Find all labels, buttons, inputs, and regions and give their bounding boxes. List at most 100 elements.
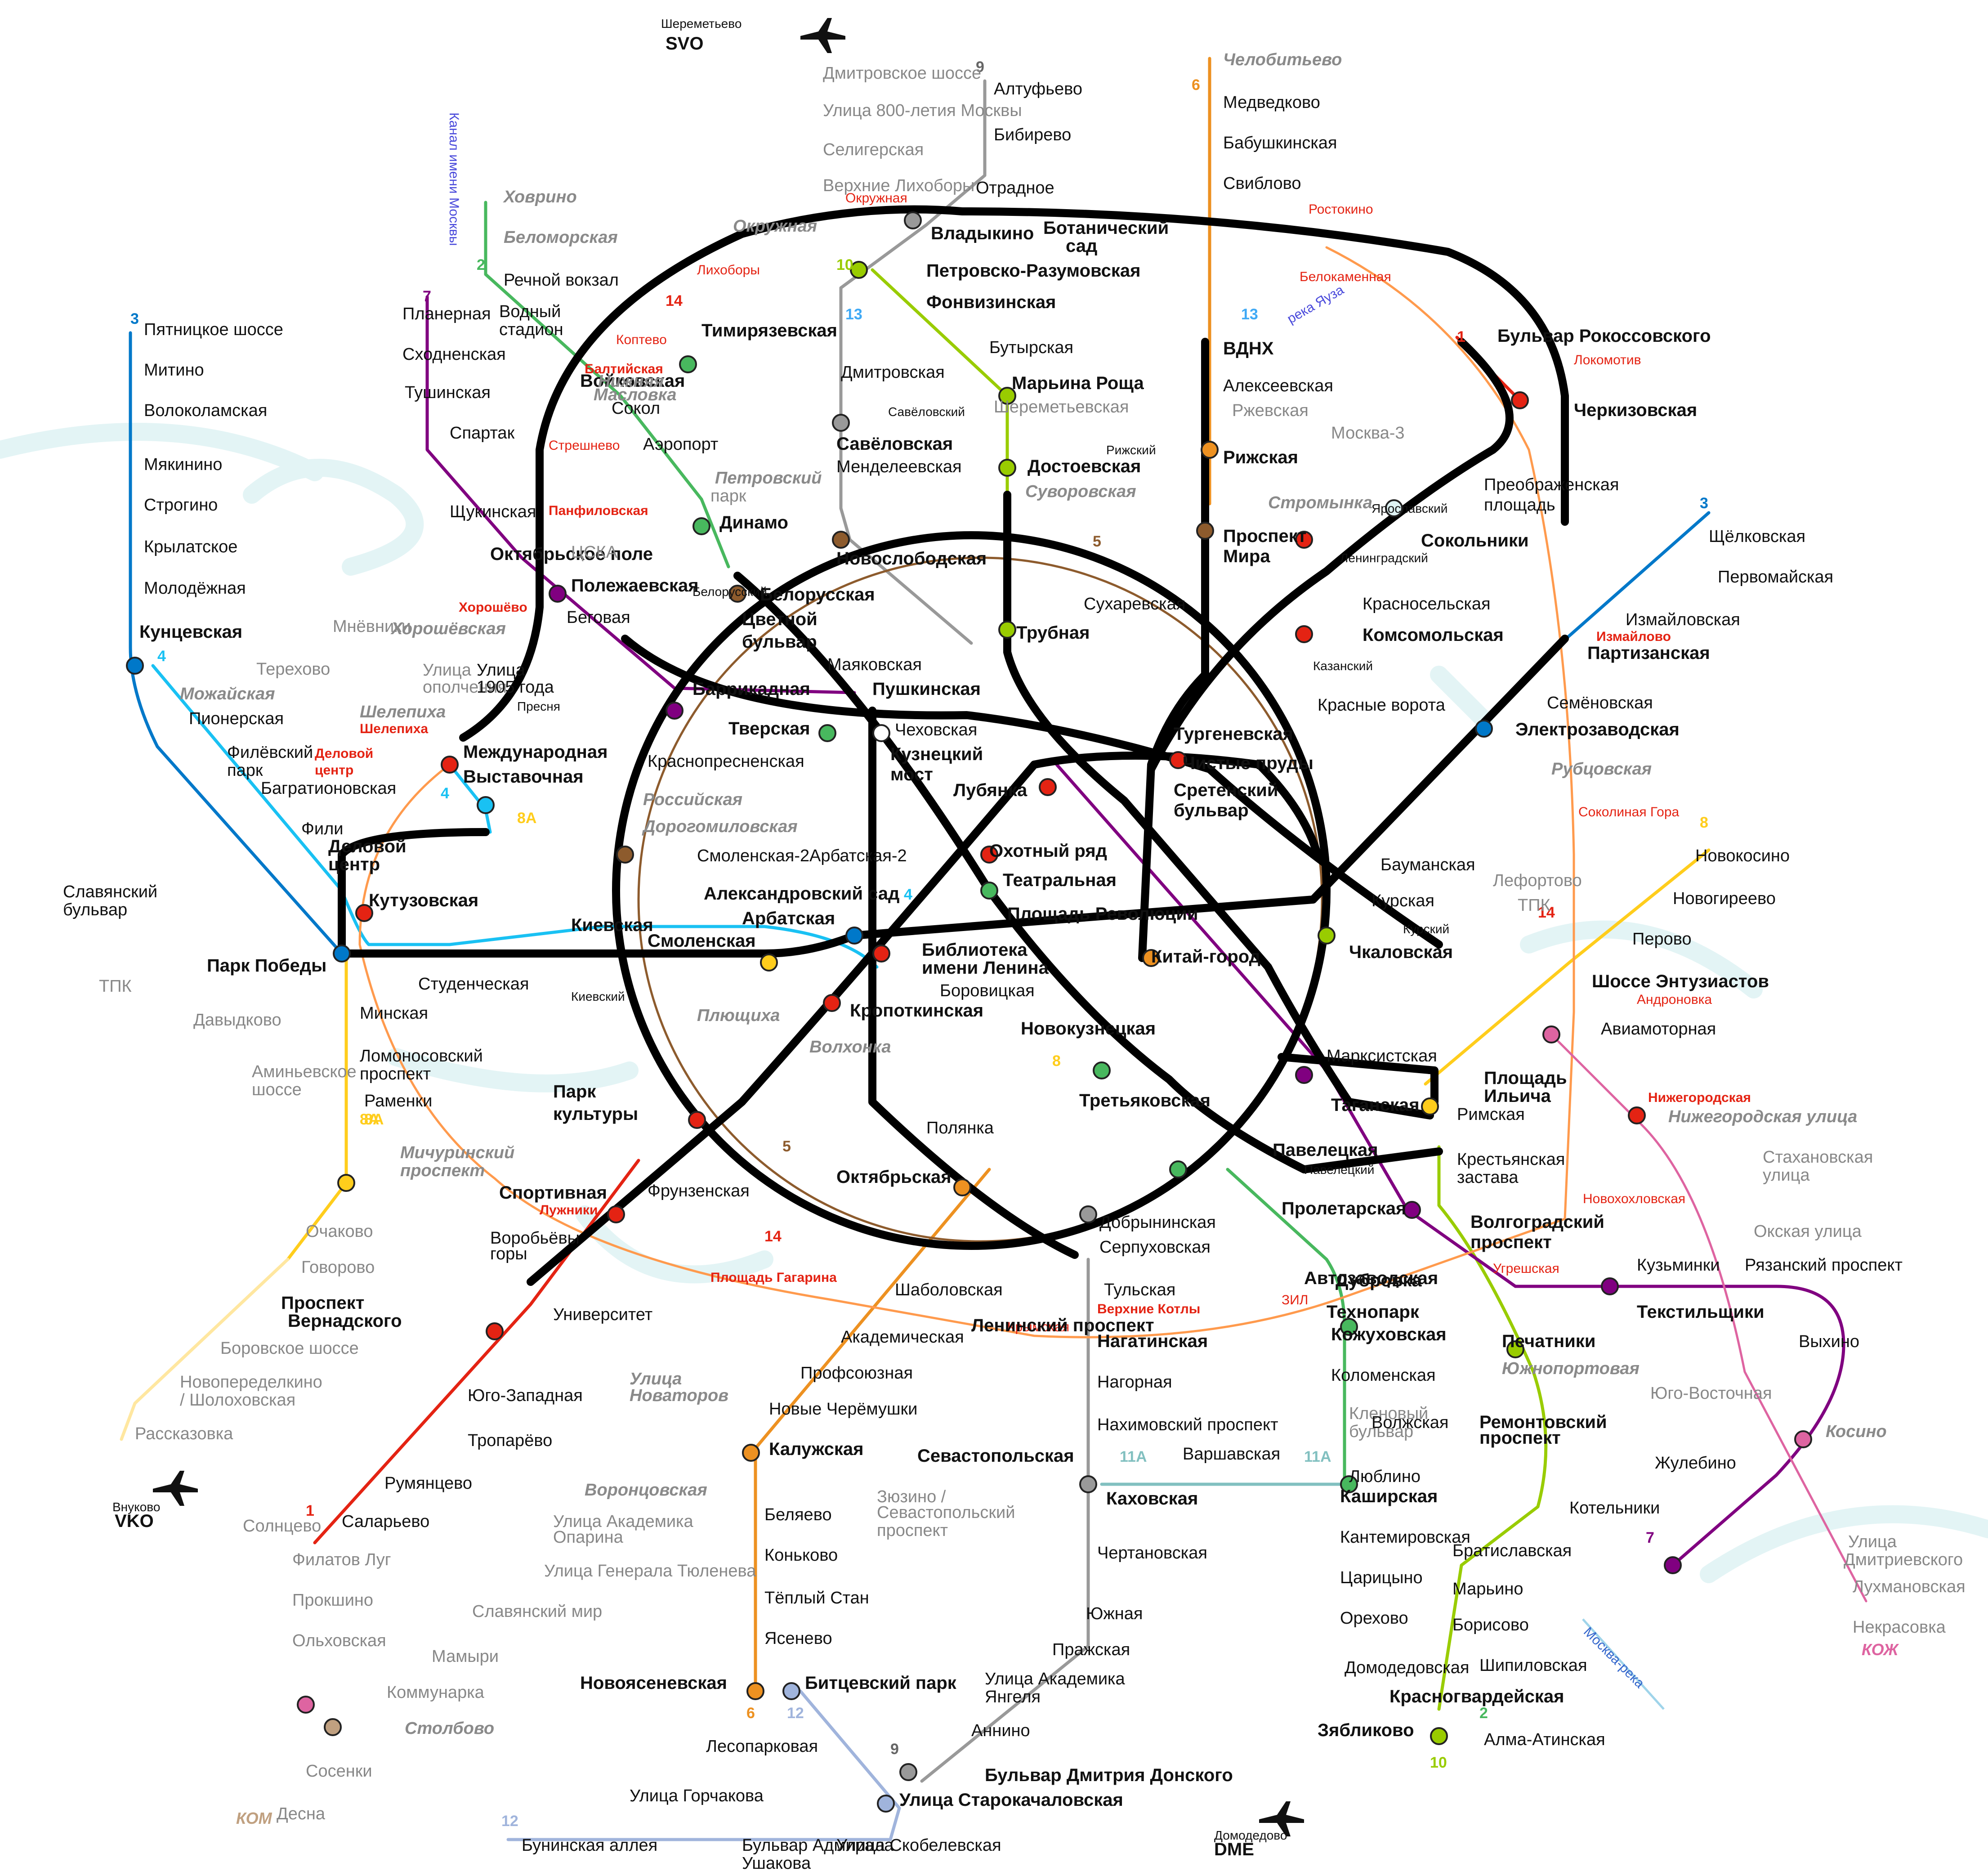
node-pechatniki[interactable]: [1506, 1340, 1524, 1358]
node-oktyabrskaya[interactable]: [953, 1178, 971, 1196]
node-universitet[interactable]: [486, 1322, 504, 1340]
node-park-pobedy[interactable]: [333, 945, 351, 963]
node-zyablikovo[interactable]: [1430, 1727, 1448, 1745]
station-label: Тульская: [1104, 1281, 1175, 1299]
node-biblioteka-lenina[interactable]: [872, 945, 890, 963]
node-vystavochnaya[interactable]: [477, 796, 495, 814]
node-kaluzhskaya[interactable]: [742, 1444, 760, 1462]
node-voykovskaya[interactable]: [679, 355, 697, 373]
station-label: Улица: [423, 661, 472, 680]
node-lermontovsky[interactable]: [1664, 1556, 1682, 1574]
node-kutuzovskaya[interactable]: [355, 904, 373, 922]
station-label: Коммунарка: [387, 1683, 485, 1702]
node-savelovskaya[interactable]: [832, 414, 850, 432]
line-number-10-s: 10: [1430, 1754, 1447, 1771]
station-label: Менделеевская: [836, 457, 962, 476]
node-delovoy-tsentr[interactable]: [441, 756, 459, 774]
station-label: Шереметьево: [661, 17, 742, 31]
node-komsomolskaya[interactable]: [1295, 625, 1313, 643]
node-dostoevskaya[interactable]: [998, 459, 1016, 477]
node-serpukhovskaya[interactable]: [1079, 1205, 1097, 1223]
station-label: Комсомольская: [1363, 625, 1504, 645]
node-bittsevsky-park[interactable]: [782, 1682, 800, 1700]
node-sokolniki-mcc[interactable]: [1385, 499, 1403, 517]
station-label: парк: [227, 761, 263, 780]
node-tekstilshchiki[interactable]: [1601, 1277, 1619, 1295]
node-sportivnaya[interactable]: [607, 1205, 625, 1223]
node-belorusskaya[interactable]: [728, 585, 746, 603]
node-kashirskaya[interactable]: [1340, 1475, 1358, 1493]
node-lubyanka[interactable]: [1039, 778, 1057, 796]
node-ploshchad-ilicha[interactable]: [1421, 1097, 1439, 1115]
node-chekhovskaya[interactable]: [872, 724, 890, 742]
node-olkhovskaya[interactable]: [297, 1696, 315, 1714]
node-rizhskaya[interactable]: [1201, 441, 1219, 459]
line-number-6-s: 6: [746, 1705, 755, 1722]
station-label: Филатов Луг: [292, 1550, 391, 1569]
node-elektrozavodskaya[interactable]: [1475, 720, 1493, 738]
node-bulvar-dmitriya-donskogo[interactable]: [899, 1763, 917, 1781]
station-label: Славянский мир: [472, 1602, 602, 1621]
node-kosino[interactable]: [1794, 1430, 1812, 1448]
station-label: Севастопольский: [877, 1503, 1015, 1522]
node-novoslobodskaya[interactable]: [832, 531, 850, 549]
station-label: Арбатская-2: [809, 846, 907, 865]
station-label: Сухаревская: [1084, 595, 1185, 613]
node-maryina-roshcha[interactable]: [998, 387, 1016, 405]
station-label: Сретенский: [1174, 780, 1278, 800]
station-label: Соколиная Гора: [1578, 805, 1680, 819]
node-sokolniki[interactable]: [1295, 531, 1313, 549]
node-nizhegorodskaya[interactable]: [1628, 1106, 1646, 1124]
node-arbatskaya[interactable]: [845, 927, 863, 945]
node-sevastopolskaya[interactable]: [1079, 1475, 1097, 1493]
station-label: Коптево: [616, 332, 667, 347]
node-barrikadnaya[interactable]: [666, 702, 684, 720]
station-label: Балтийская: [585, 362, 663, 376]
station-label: Ботанический: [1043, 218, 1169, 238]
node-tverskaya[interactable]: [818, 724, 836, 742]
node-tretyakovskaya[interactable]: [1093, 1061, 1111, 1079]
node-dinamo[interactable]: [692, 517, 710, 535]
node-kievskaya[interactable]: [616, 846, 634, 864]
station-label: Новогиреево: [1673, 889, 1776, 908]
node-starokachalovskaya[interactable]: [877, 1795, 895, 1813]
station-label: проспект: [400, 1161, 485, 1180]
node-polezhaevskaya[interactable]: [549, 585, 567, 603]
station-label: стадион: [499, 320, 563, 339]
station-label: Волжская: [1371, 1413, 1448, 1432]
station-label: / Шолоховская: [180, 1391, 295, 1410]
node-avtozavodskaya[interactable]: [1340, 1318, 1358, 1336]
node-vladykino[interactable]: [904, 211, 922, 229]
node-kuntsevskaya[interactable]: [126, 657, 144, 675]
node-cherkizovskaya[interactable]: [1511, 391, 1529, 409]
node-chistye-prudy[interactable]: [1169, 751, 1187, 769]
station-label: Площадь Гагарина: [710, 1270, 837, 1285]
station-label: Петровско-Разумовская: [926, 261, 1140, 281]
node-proletarskaya[interactable]: [1403, 1201, 1421, 1219]
node-teatralnaya[interactable]: [980, 882, 998, 900]
station-label: Домодедовская: [1345, 1658, 1469, 1677]
node-okhotny-ryad[interactable]: [980, 846, 998, 864]
node-michurinsky[interactable]: [337, 1174, 355, 1192]
node-trubnaya[interactable]: [998, 621, 1016, 639]
station-label: Беговая: [567, 608, 630, 627]
node-stolbovo[interactable]: [324, 1718, 342, 1736]
node-smolenskaya-2[interactable]: [760, 954, 778, 972]
station-label: Октябрьская: [836, 1167, 952, 1187]
node-aviamotornaya[interactable]: [1542, 1025, 1560, 1043]
node-prospekt-mira[interactable]: [1196, 522, 1214, 540]
station-label: Терехово: [256, 660, 330, 679]
station-label: Печатники: [1502, 1331, 1595, 1351]
node-park-kultury[interactable]: [688, 1111, 706, 1129]
node-kropotkinskaya[interactable]: [823, 994, 841, 1012]
station-label: Лубянка: [953, 780, 1028, 800]
line-number-2-s: 2: [1479, 1705, 1488, 1722]
node-paveletskaya[interactable]: [1169, 1160, 1187, 1178]
node-kitay-gorod[interactable]: [1142, 949, 1160, 967]
station-label: Варшавская: [1183, 1445, 1280, 1464]
node-chkalovskaya[interactable]: [1318, 927, 1336, 945]
node-novoyasenevskaya[interactable]: [746, 1682, 764, 1700]
node-taganskaya[interactable]: [1295, 1066, 1313, 1084]
node-petrovsko-razumovskaya[interactable]: [850, 261, 868, 279]
